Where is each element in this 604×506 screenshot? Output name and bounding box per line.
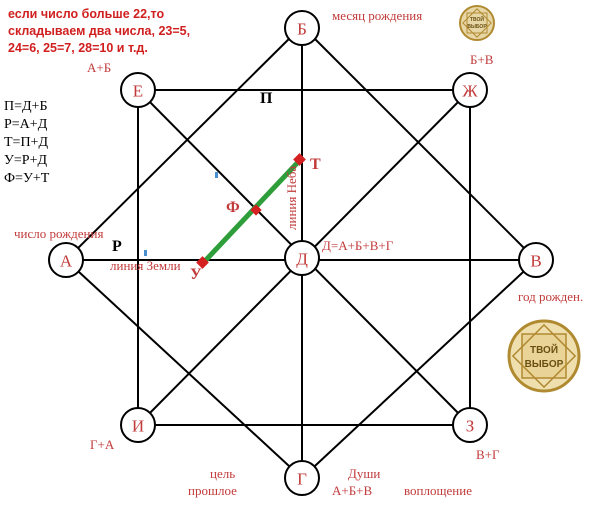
large-logo-line1: ТВОЙ bbox=[530, 343, 558, 356]
formula-item: Т=П+Д bbox=[4, 135, 49, 150]
node-circle bbox=[518, 242, 554, 278]
embodiment-label: воплощение bbox=[404, 483, 472, 498]
point-F: Ф bbox=[226, 199, 240, 216]
large-logo: ТВОЙ ВЫБОР bbox=[507, 319, 581, 393]
rule-note-line: складываем два числа, 23=5, bbox=[8, 24, 191, 38]
node-G: Г bbox=[297, 470, 307, 489]
node-circle bbox=[284, 460, 320, 496]
formula-item: Ф=У+Т bbox=[4, 171, 50, 186]
node-circle bbox=[120, 72, 156, 108]
node-circle bbox=[284, 10, 320, 46]
earth-line-label: линия Земли bbox=[110, 258, 181, 273]
rule-note-line: 24=6, 25=7, 28=10 и т.д. bbox=[8, 41, 148, 55]
d-formula-label: Д=А+Б+В+Г bbox=[322, 238, 394, 253]
node-circle bbox=[452, 407, 488, 443]
large-logo-line2: ВЫБОР bbox=[525, 359, 564, 370]
a-plus-b-label: А+Б bbox=[87, 60, 112, 75]
sky-line-label: линия Неба bbox=[284, 166, 299, 230]
node-circle bbox=[48, 242, 84, 278]
node-A: А bbox=[60, 252, 73, 271]
formula-item: У=Р+Д bbox=[4, 153, 48, 168]
node-E: Е bbox=[133, 82, 143, 101]
node-Zh: Ж bbox=[462, 82, 478, 101]
node-circle bbox=[120, 407, 156, 443]
past-label: прошлое bbox=[188, 483, 237, 498]
formula-list: П=Д+Б Р=А+Д Т=П+Д У=Р+Д Ф=У+Т bbox=[4, 98, 49, 188]
node-D: Д bbox=[296, 250, 308, 269]
b-plus-v-label: Б+В bbox=[470, 52, 494, 67]
formula-item: Р=А+Д bbox=[4, 117, 48, 132]
v-plus-g-label: В+Г bbox=[476, 447, 500, 462]
point-P: П bbox=[260, 90, 273, 107]
small-logo-line1: ТВОЙ bbox=[470, 15, 484, 23]
node-I: И bbox=[132, 417, 144, 436]
point-T: Т bbox=[310, 156, 321, 173]
small-logo-line2: ВЫБОР bbox=[467, 24, 487, 30]
tick-mark bbox=[215, 172, 218, 178]
tick-mark bbox=[144, 250, 147, 256]
rule-note: если число больше 22,то складываем два ч… bbox=[8, 6, 248, 57]
node-circle bbox=[452, 72, 488, 108]
node-V: В bbox=[530, 252, 541, 271]
node-circle bbox=[284, 240, 320, 276]
g-plus-a-label: Г+А bbox=[90, 437, 115, 452]
birth-month-label: месяц рождения bbox=[332, 8, 423, 23]
rule-note-line: если число больше 22,то bbox=[8, 7, 165, 21]
small-logo: ТВОЙ ВЫБОР bbox=[459, 5, 495, 41]
birth-day-label: число рождения bbox=[14, 226, 104, 241]
formula-item: П=Д+Б bbox=[4, 99, 48, 114]
node-Z: З bbox=[466, 417, 475, 436]
souls-label: Души bbox=[348, 466, 381, 481]
node-B: Б bbox=[297, 20, 307, 39]
birth-year-label: год рожден. bbox=[518, 289, 584, 304]
point-U: У bbox=[190, 266, 202, 283]
goal-label: цель bbox=[210, 466, 236, 481]
a-b-v-label: А+Б+В bbox=[332, 483, 373, 498]
point-R: Р bbox=[112, 238, 122, 255]
